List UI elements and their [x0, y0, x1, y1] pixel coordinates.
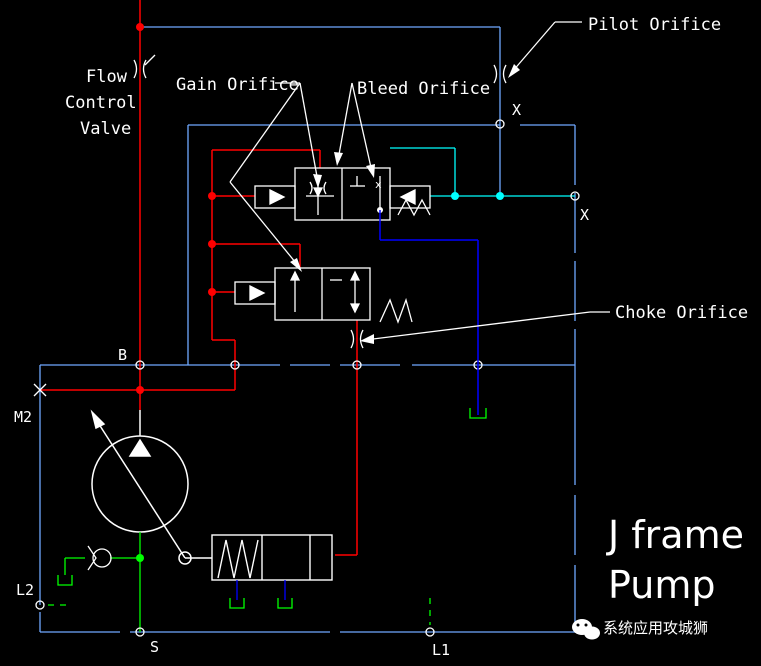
- servo-cylinder: [185, 534, 333, 581]
- port-x-top: X: [512, 101, 521, 119]
- flow-control-valve-label-2: Control: [65, 93, 137, 113]
- pilot-line: [140, 26, 575, 197]
- junction-x-top: [495, 119, 505, 129]
- middle-valve: [234, 267, 413, 324]
- port-l2: L2: [16, 581, 34, 599]
- suction-lines: [48, 532, 431, 632]
- port-s: S: [150, 638, 159, 656]
- junction-b: [135, 360, 145, 370]
- junction-green: [136, 554, 144, 562]
- port-m2: M2: [14, 408, 32, 426]
- pilot-orifice-label: Pilot Orifice: [588, 15, 721, 35]
- flow-control-orifice-symbol: [133, 59, 147, 79]
- junction-s: [135, 627, 145, 637]
- pressure-lines: [40, 0, 358, 556]
- bleed-orifice-label: Bleed Orifice: [357, 79, 490, 99]
- choke-orifice-symbol: [350, 329, 364, 349]
- flow-control-valve-label-3: Valve: [80, 119, 131, 139]
- pilot-orifice-symbol: [493, 64, 507, 84]
- port-b: B: [118, 346, 127, 364]
- gain-orifice-label: Gain Orifice: [176, 75, 299, 95]
- junction-mid-2: [352, 360, 362, 370]
- junction-red-3: [208, 288, 216, 296]
- leader-lines: [144, 21, 610, 341]
- junction-x-right: [570, 191, 580, 201]
- junction-l2: [35, 600, 45, 610]
- housing-boundary: [39, 124, 576, 633]
- port-x-right: X: [580, 206, 589, 224]
- check-valve: [87, 545, 112, 571]
- m2-marker: [33, 383, 47, 397]
- port-l1: L1: [432, 641, 450, 659]
- junction-pilot-1: [451, 192, 459, 200]
- watermark: 系统应用攻城狮: [572, 619, 708, 640]
- flow-control-valve-label-1: Flow: [86, 67, 128, 87]
- junction-red-4: [136, 386, 144, 394]
- junction-mid-1: [230, 360, 240, 370]
- junction-red-1: [208, 192, 216, 200]
- leader-arrowheads: [290, 64, 520, 344]
- title-line-2: Pump: [608, 563, 715, 607]
- title-line-1: J frame: [606, 513, 744, 557]
- upper-valve-drain: [379, 210, 479, 415]
- junction-l1: [425, 627, 435, 637]
- pump-symbol: [90, 409, 192, 565]
- upper-valve-x-marker: x: [375, 178, 382, 191]
- junction-red-top: [136, 23, 144, 31]
- choke-orifice-label: Choke Orifice: [615, 303, 748, 323]
- watermark-text: 系统应用攻城狮: [603, 619, 708, 637]
- wechat-icon: [572, 619, 600, 640]
- junction-pilot-2: [496, 192, 504, 200]
- tank-symbol-right: [469, 408, 487, 419]
- servo-tanks: [229, 580, 293, 609]
- junction-red-2: [208, 240, 216, 248]
- upper-valve: [254, 167, 431, 221]
